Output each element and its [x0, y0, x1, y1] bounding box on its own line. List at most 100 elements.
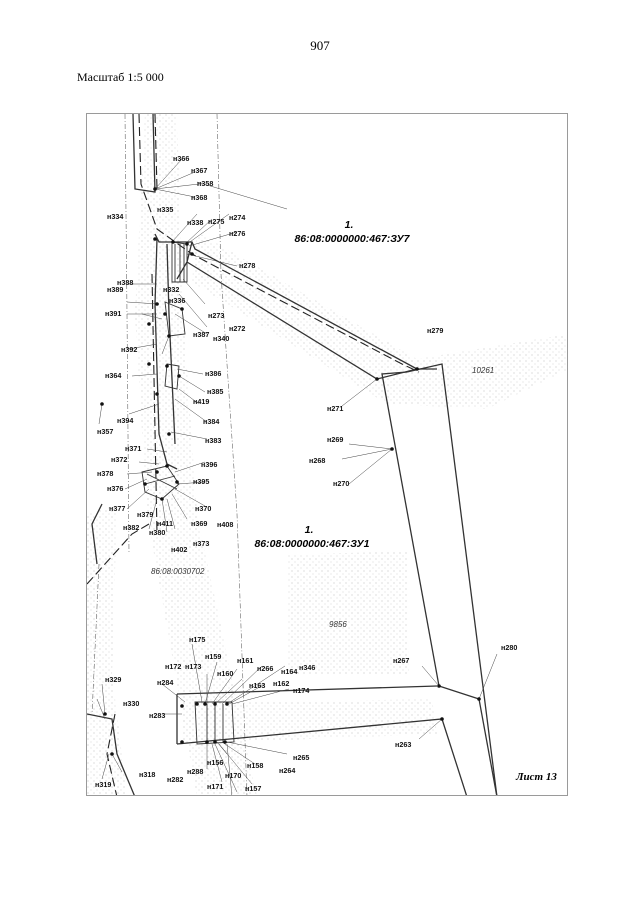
point-label-278: н278 [239, 261, 255, 270]
point-label-171: н171 [207, 782, 223, 791]
point-label-267: н267 [393, 656, 409, 665]
point-label-377: н377 [109, 504, 125, 513]
point-label-394: н394 [117, 416, 133, 425]
point-label-335: н335 [157, 205, 173, 214]
point-label-385: н385 [207, 387, 223, 396]
map-frame: 1. 86:08:0000000:467:ЗУ7 1. 86:08:000000… [86, 113, 568, 796]
cadastral-map: 1. 86:08:0000000:467:ЗУ7 1. 86:08:000000… [87, 114, 567, 795]
point-label-419: н419 [193, 397, 209, 406]
parcel-1-number: 1. [345, 219, 354, 231]
point-label-319: н319 [95, 780, 111, 789]
leader-lines [96, 158, 498, 795]
vertex-points [100, 187, 481, 756]
point-label-170: н170 [225, 771, 241, 780]
hatched-road-bottom [182, 699, 437, 744]
point-label-357: н357 [97, 427, 113, 436]
point-label-161: н161 [237, 656, 253, 665]
parcel-2-number: 1. [305, 524, 314, 536]
plot-label-10261: 10261 [472, 366, 494, 375]
point-label-282: н282 [167, 775, 183, 784]
point-label-265: н265 [293, 753, 309, 762]
hatched-road-left [87, 504, 127, 795]
point-label-173: н173 [185, 662, 201, 671]
point-label-332: н332 [163, 285, 179, 294]
point-label-402: н402 [171, 545, 187, 554]
point-label-276: н276 [229, 229, 245, 238]
point-label-370: н370 [195, 504, 211, 513]
point-label-272: н272 [229, 324, 245, 333]
point-label-264: н264 [279, 766, 295, 775]
point-label-346: н346 [299, 663, 315, 672]
plot-labels: 86:08:0030702 10261 9856 [151, 366, 494, 629]
point-label-266: н266 [257, 664, 273, 673]
point-label-162: н162 [273, 679, 289, 688]
point-label-175: н175 [189, 635, 205, 644]
point-label-387: н387 [193, 330, 209, 339]
point-label-376: н376 [107, 484, 123, 493]
point-label-364: н364 [105, 371, 121, 380]
point-label-392: н392 [121, 345, 137, 354]
point-label-371: н371 [125, 444, 141, 453]
point-label-336: н336 [169, 296, 185, 305]
point-label-318: н318 [139, 770, 155, 779]
point-label-164: н164 [281, 667, 297, 676]
hatched-plot-9856 [287, 552, 409, 674]
point-label-280: н280 [501, 643, 517, 652]
point-label-395: н395 [193, 477, 209, 486]
point-label-380: н380 [149, 528, 165, 537]
point-label-330: н330 [123, 699, 139, 708]
point-label-263: н263 [395, 740, 411, 749]
point-label-408: н408 [217, 520, 233, 529]
plot-label-9856: 9856 [329, 620, 347, 629]
point-label-368: н368 [191, 193, 207, 202]
sheet-label: Лист 13 [516, 771, 557, 783]
point-label-391: н391 [105, 309, 121, 318]
hatched-road-vertical [135, 114, 257, 795]
point-label-159: н159 [205, 652, 221, 661]
point-label-340: н340 [213, 334, 229, 343]
point-label-283: н283 [149, 711, 165, 720]
point-label-270: н270 [333, 479, 349, 488]
small-parcels [141, 241, 235, 745]
point-label-379: н379 [137, 510, 153, 519]
point-label-388: н388 [117, 278, 133, 287]
point-label-329: н329 [105, 675, 121, 684]
parcel-1-cadastral: 86:08:0000000:467:ЗУ7 [294, 233, 410, 245]
scale-label: Масштаб 1:5 000 [77, 70, 164, 84]
page-number: 907 [310, 38, 330, 53]
point-label-157: н157 [245, 784, 261, 793]
point-label-275: н275 [208, 217, 224, 226]
point-label-156: н156 [207, 758, 223, 767]
point-label-389: н389 [107, 285, 123, 294]
point-label-268: н268 [309, 456, 325, 465]
point-label-274: н274 [229, 213, 245, 222]
point-label-271: н271 [327, 404, 343, 413]
point-label-334: н334 [107, 212, 123, 221]
dashed-boundaries [87, 114, 420, 795]
point-label-158: н158 [247, 761, 263, 770]
point-label-372: н372 [111, 455, 127, 464]
point-label-163: н163 [249, 681, 265, 690]
point-label-288: н288 [187, 767, 203, 776]
point-label-366: н366 [173, 154, 189, 163]
point-label-367: н367 [191, 166, 207, 175]
point-label-396: н396 [201, 460, 217, 469]
point-label-338: н338 [187, 218, 203, 227]
parcel-2-cadastral: 86:08:0000000:467:ЗУ1 [254, 538, 369, 550]
point-label-172: н172 [165, 662, 181, 671]
hatched-road-diagonal [192, 232, 567, 409]
point-label-411: н411 [157, 519, 173, 528]
point-label-174: н174 [293, 686, 309, 695]
point-label-382: н382 [123, 523, 139, 532]
point-label-386: н386 [205, 369, 221, 378]
point-label-284: н284 [157, 678, 173, 687]
point-label-160: н160 [217, 669, 233, 678]
point-label-358: н358 [197, 179, 213, 188]
parcel-labels: 1. 86:08:0000000:467:ЗУ7 1. 86:08:000000… [254, 219, 410, 550]
point-label-269: н269 [327, 435, 343, 444]
point-label-383: н383 [205, 436, 221, 445]
point-label-384: н384 [203, 417, 219, 426]
quarter-label: 86:08:0030702 [151, 567, 205, 576]
point-label-373: н373 [193, 539, 209, 548]
